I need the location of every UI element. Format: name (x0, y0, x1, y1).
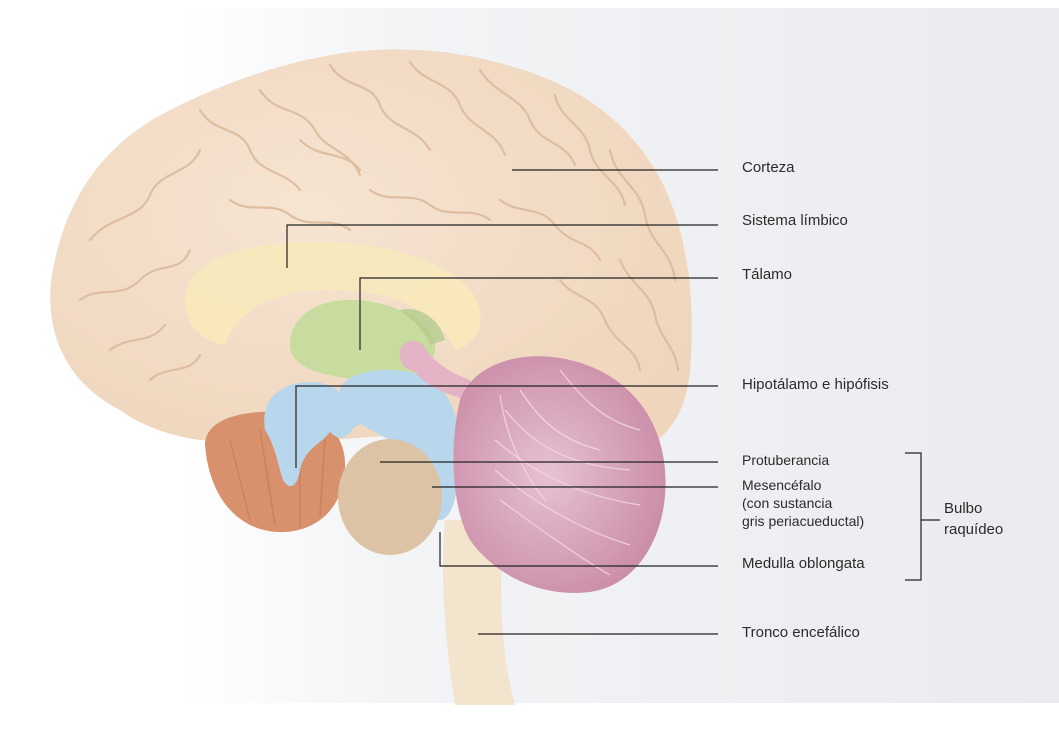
label-protuberancia: Protuberancia (742, 451, 829, 469)
label-mesencefalo-1: Mesencéfalo (742, 476, 821, 494)
label-mesencefalo-3: gris periacueductal) (742, 512, 864, 530)
label-corteza: Corteza (742, 159, 795, 177)
label-sistema-limbico: Sistema límbico (742, 212, 848, 230)
label-bulbo-2: raquídeo (944, 521, 1003, 539)
label-medulla: Medulla oblongata (742, 555, 865, 573)
label-hipotalamo: Hipotálamo e hipófisis (742, 376, 889, 394)
label-bulbo-1: Bulbo (944, 500, 982, 518)
label-mesencefalo-2: (con sustancia (742, 494, 832, 512)
label-tronco: Tronco encefálico (742, 624, 860, 642)
label-talamo: Tálamo (742, 266, 792, 284)
pons-shape (338, 439, 442, 555)
